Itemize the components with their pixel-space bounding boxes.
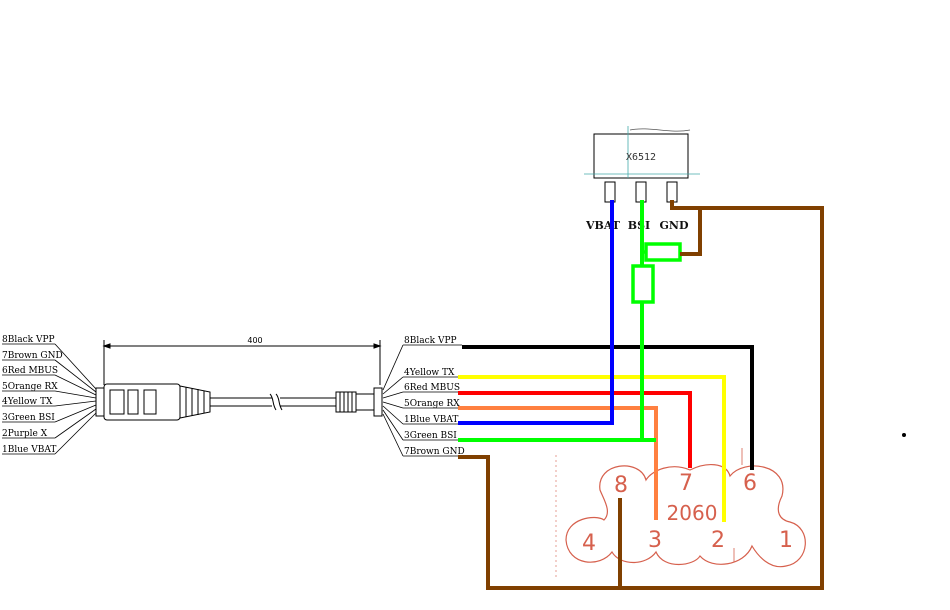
dimension-arrow-right [373,343,382,349]
chip-x6512 [584,126,700,203]
connector-pin-2: 2 [711,528,725,553]
resistor-bsi-horizontal [644,242,682,262]
chip-id-label: X6512 [626,152,656,163]
left-pin-label: 6Red MBUS [2,366,58,376]
wire-brown-gnd [458,206,824,590]
right-fanout [382,344,462,457]
right-pin-label: 7Brown GND [404,447,465,457]
chip-pin-bsi [635,181,647,203]
right-pin-label: 4Yellow TX [404,368,455,378]
plug-strain-relief [179,385,211,419]
cable-assembly [95,340,383,421]
wire-black-vpp [462,345,754,470]
connector-pin-3: 3 [648,528,662,553]
chip-pin-label-bsi: BSI [628,219,650,232]
wire-red-mbus [458,391,692,468]
connector-id-label: 2060 [667,501,718,525]
connector-2060 [555,448,806,580]
wire-blue-vbat [458,200,614,425]
left-pin-label: 3Green BSI [2,413,55,423]
left-pin-label: 8Black VPP [2,335,55,345]
plug-window-2 [127,389,139,415]
plug-body [103,383,181,421]
wire-brown-chip-gnd [670,200,700,210]
connector-pin-4: 4 [582,531,596,556]
connector-pin-7: 7 [679,471,693,496]
connector-pin-6: 6 [743,471,757,496]
wire-orange-rx [458,406,658,520]
stray-dot [902,433,906,437]
right-pin-label: 5Orange RX [404,399,460,409]
right-pin-label: 1Blue VBAT [404,415,458,425]
right-pin-label: 8Black VPP [404,336,457,346]
dimension-arrow-left [102,343,111,349]
chip-body [593,133,689,179]
chip-pin-vbat [604,181,616,203]
chip-pin-gnd [666,181,678,203]
plug-window-1 [109,389,125,415]
chip-pin-label-vbat: VBAT [585,219,621,232]
left-pin-label: 7Brown GND [2,351,63,361]
wire-harness [458,200,824,590]
plug-window-3 [143,389,157,415]
left-fanout [2,343,97,455]
left-pin-label: 2Purple X [2,429,48,439]
right-pin-label: 3Green BSI [404,431,457,441]
right-pin-label: 6Red MBUS [404,383,460,393]
left-pin-label: 1Blue VBAT [2,445,56,455]
left-pin-label: 4Yellow TX [2,397,53,407]
right-plug-contacts [373,387,383,417]
cable-length-label: 400 [247,336,262,345]
connector-pin-8: 8 [614,473,628,498]
wire-yellow-tx [458,375,726,522]
connector-pin-1: 1 [779,528,793,553]
resistor-bsi-vertical [631,264,655,304]
right-plug-body [335,391,357,413]
right-plug-nose [355,393,375,411]
connector-outline [565,464,806,568]
chip-pin-label-gnd: GND [660,219,689,232]
plug-contacts [95,387,105,417]
left-pin-label: 5Orange RX [2,382,58,392]
